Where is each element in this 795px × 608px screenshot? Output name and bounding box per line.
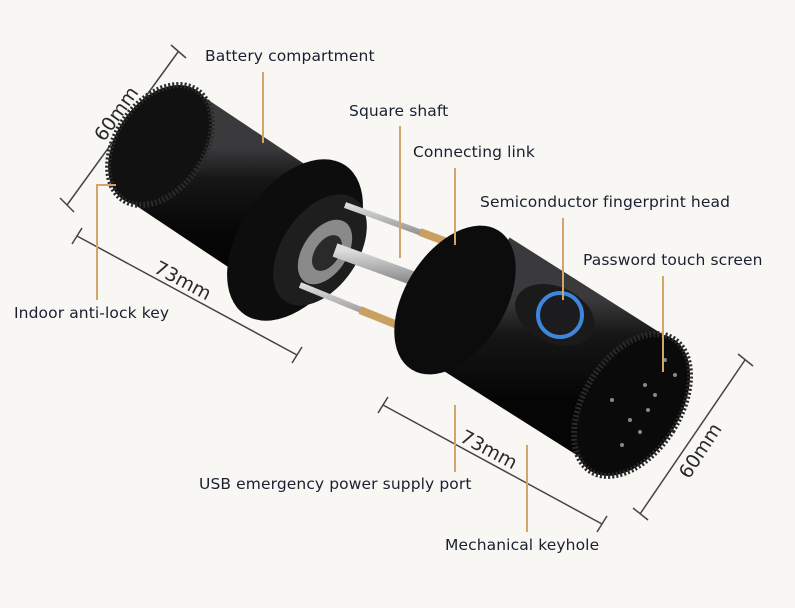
label-connecting-link: Connecting link [413,143,535,161]
label-fingerprint-head: Semiconductor fingerprint head [480,193,731,211]
label-usb-port: USB emergency power supply port [199,475,472,493]
label-anti-lock-key: Indoor anti-lock key [14,304,170,322]
battery-cylinder [105,82,367,321]
label-password-touch-screen: Password touch screen [583,251,763,269]
dimension-lines [59,44,754,533]
leader-lines [96,72,664,532]
fingerprint-sensor [536,291,584,339]
label-square-shaft: Square shaft [349,102,449,120]
label-battery-compartment: Battery compartment [205,47,375,65]
keypad-cylinder [394,225,694,479]
label-mechanical-keyhole: Mechanical keyhole [445,536,600,554]
touch-keypad [610,358,677,447]
